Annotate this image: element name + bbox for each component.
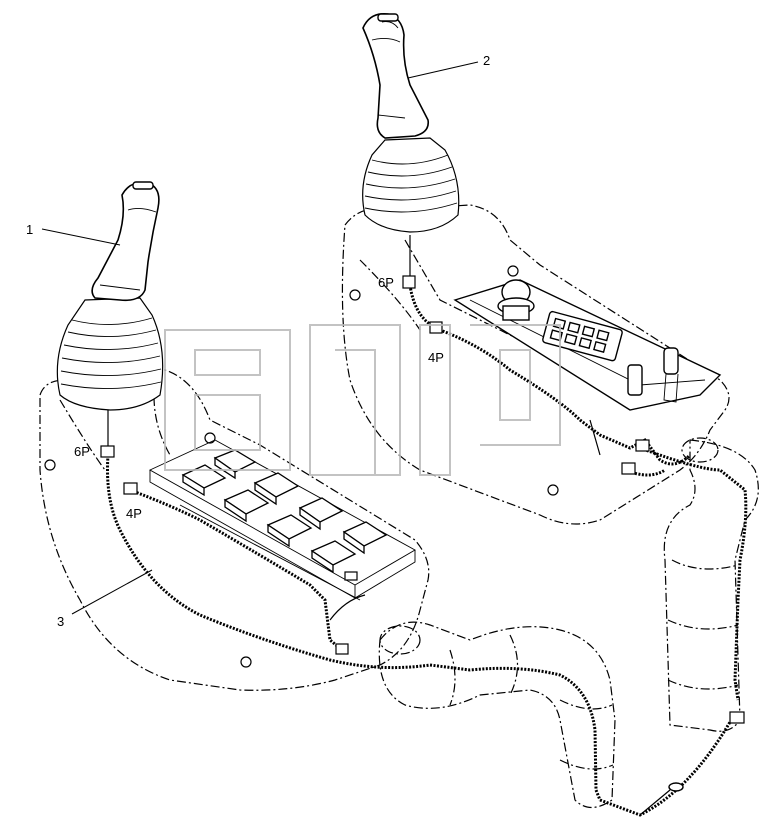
left-6p-label: 6P bbox=[74, 444, 90, 459]
left-wiring-harness bbox=[100, 410, 745, 817]
left-switch-panel bbox=[149, 439, 416, 601]
callout-1: 1 bbox=[26, 222, 121, 246]
callout-2: 2 bbox=[407, 53, 490, 79]
right-armrest-housing bbox=[341, 204, 730, 525]
right-cable-duct bbox=[663, 437, 759, 732]
right-electrical-panel bbox=[453, 279, 722, 411]
right-joystick bbox=[362, 12, 460, 233]
callout-2-label: 2 bbox=[483, 53, 490, 68]
watermark bbox=[164, 324, 561, 476]
callout-3-label: 3 bbox=[57, 614, 64, 629]
left-4p-connector bbox=[123, 482, 138, 495]
right-4p-label: 4P bbox=[428, 350, 444, 365]
right-6p-connector bbox=[402, 275, 416, 289]
callout-1-label: 1 bbox=[26, 222, 33, 237]
left-cable-duct bbox=[378, 621, 616, 809]
right-6p-label: 6P bbox=[378, 275, 394, 290]
callout-3: 3 bbox=[57, 569, 153, 629]
right-wiring-harness bbox=[402, 235, 748, 701]
left-joystick bbox=[56, 181, 164, 411]
right-4p-connector bbox=[429, 321, 443, 334]
left-6p-connector bbox=[100, 445, 115, 458]
left-4p-label: 4P bbox=[126, 506, 142, 521]
